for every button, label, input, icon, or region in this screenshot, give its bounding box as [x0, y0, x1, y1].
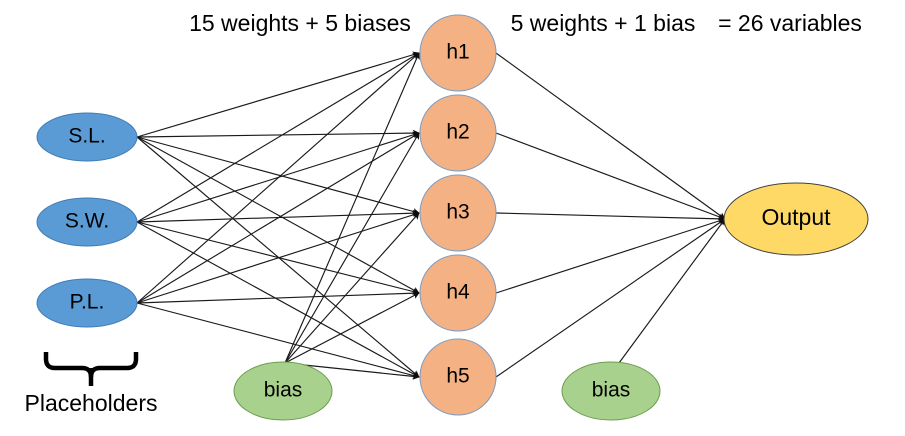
hidden-h5-shape[interactable]: [419, 338, 497, 416]
edge-hidden-h1-to-output: [495, 52, 726, 220]
input-pl-label: P.L.: [70, 291, 105, 314]
edge-hidden-h3-to-output: [495, 212, 726, 223]
placeholders-brace: [43, 352, 139, 386]
hidden-h1-label: h1: [446, 41, 469, 64]
edge-input-sl-to-hidden-h4: [136, 136, 420, 294]
input-pl-shape[interactable]: [36, 278, 138, 328]
edge-input-pl-to-hidden-h2: [136, 132, 420, 304]
edges-hidden-to-output: [495, 52, 726, 378]
placeholders-label: Placeholders: [25, 390, 158, 416]
bias-hidden-label: bias: [264, 379, 303, 402]
ann-output-params: 5 weights + 1 bias: [511, 10, 696, 36]
bias-hidden-shape[interactable]: [233, 361, 333, 421]
edge-input-pl-to-hidden-h3: [136, 211, 420, 304]
hidden-h1-shape[interactable]: [419, 14, 497, 92]
output-node-label: Output: [761, 204, 831, 230]
hidden-h3-shape[interactable]: [419, 174, 497, 252]
bias-output-shape[interactable]: [561, 361, 661, 421]
edge-bias-hidden-to-hidden-h2: [284, 132, 420, 364]
edge-input-sw-to-hidden-h1: [136, 52, 420, 223]
hidden-h4-label: h4: [446, 281, 470, 304]
hidden-h2-label: h2: [446, 121, 469, 144]
output-layer-nodes: Output: [723, 182, 869, 256]
edge-input-sw-to-hidden-h5: [136, 221, 420, 378]
edges-bias-to-output: [618, 218, 726, 364]
ann-total-params: = 26 variables: [718, 10, 862, 36]
edge-hidden-h4-to-output: [495, 217, 726, 294]
input-layer-nodes: S.L. S.W. P.L.: [36, 112, 138, 328]
edge-input-pl-to-hidden-h1: [136, 52, 420, 304]
ann-hidden-params: 15 weights + 5 biases: [189, 10, 411, 36]
hidden-layer-nodes: h1 h2 h3 h4 h5: [419, 14, 497, 416]
edge-hidden-h2-to-output: [495, 132, 726, 221]
bias-nodes: bias bias: [233, 361, 661, 421]
input-sw-shape[interactable]: [36, 197, 138, 247]
edge-bias-hidden-to-hidden-h1: [284, 52, 420, 364]
input-sl-label: S.L.: [68, 125, 105, 148]
hidden-h4-shape[interactable]: [419, 254, 497, 332]
edge-bias-hidden-to-hidden-h3: [284, 212, 420, 364]
hidden-h2-shape[interactable]: [419, 94, 497, 172]
edge-bias-hidden-to-hidden-h4: [284, 292, 420, 364]
edge-input-sl-to-hidden-h2: [136, 129, 420, 138]
hidden-h3-label: h3: [446, 201, 469, 224]
edge-bias-output-to-output: [618, 218, 726, 364]
output-node-shape[interactable]: [723, 182, 869, 256]
edge-input-pl-to-hidden-h5: [136, 302, 420, 379]
edge-input-pl-to-hidden-h4: [136, 289, 420, 304]
edges-input-to-hidden: [136, 51, 420, 379]
edge-input-sl-to-hidden-h3: [136, 136, 420, 215]
edge-input-sl-to-hidden-h1: [136, 51, 420, 138]
bias-output-label: bias: [592, 379, 631, 402]
edge-hidden-h5-to-output: [495, 218, 726, 378]
annotations: 15 weights + 5 biases 5 weights + 1 bias =…: [189, 10, 862, 36]
input-sl-shape[interactable]: [36, 112, 138, 162]
edges-bias-to-hidden: [284, 52, 420, 380]
hidden-h5-label: h5: [446, 365, 469, 388]
input-sw-label: S.W.: [65, 210, 109, 233]
